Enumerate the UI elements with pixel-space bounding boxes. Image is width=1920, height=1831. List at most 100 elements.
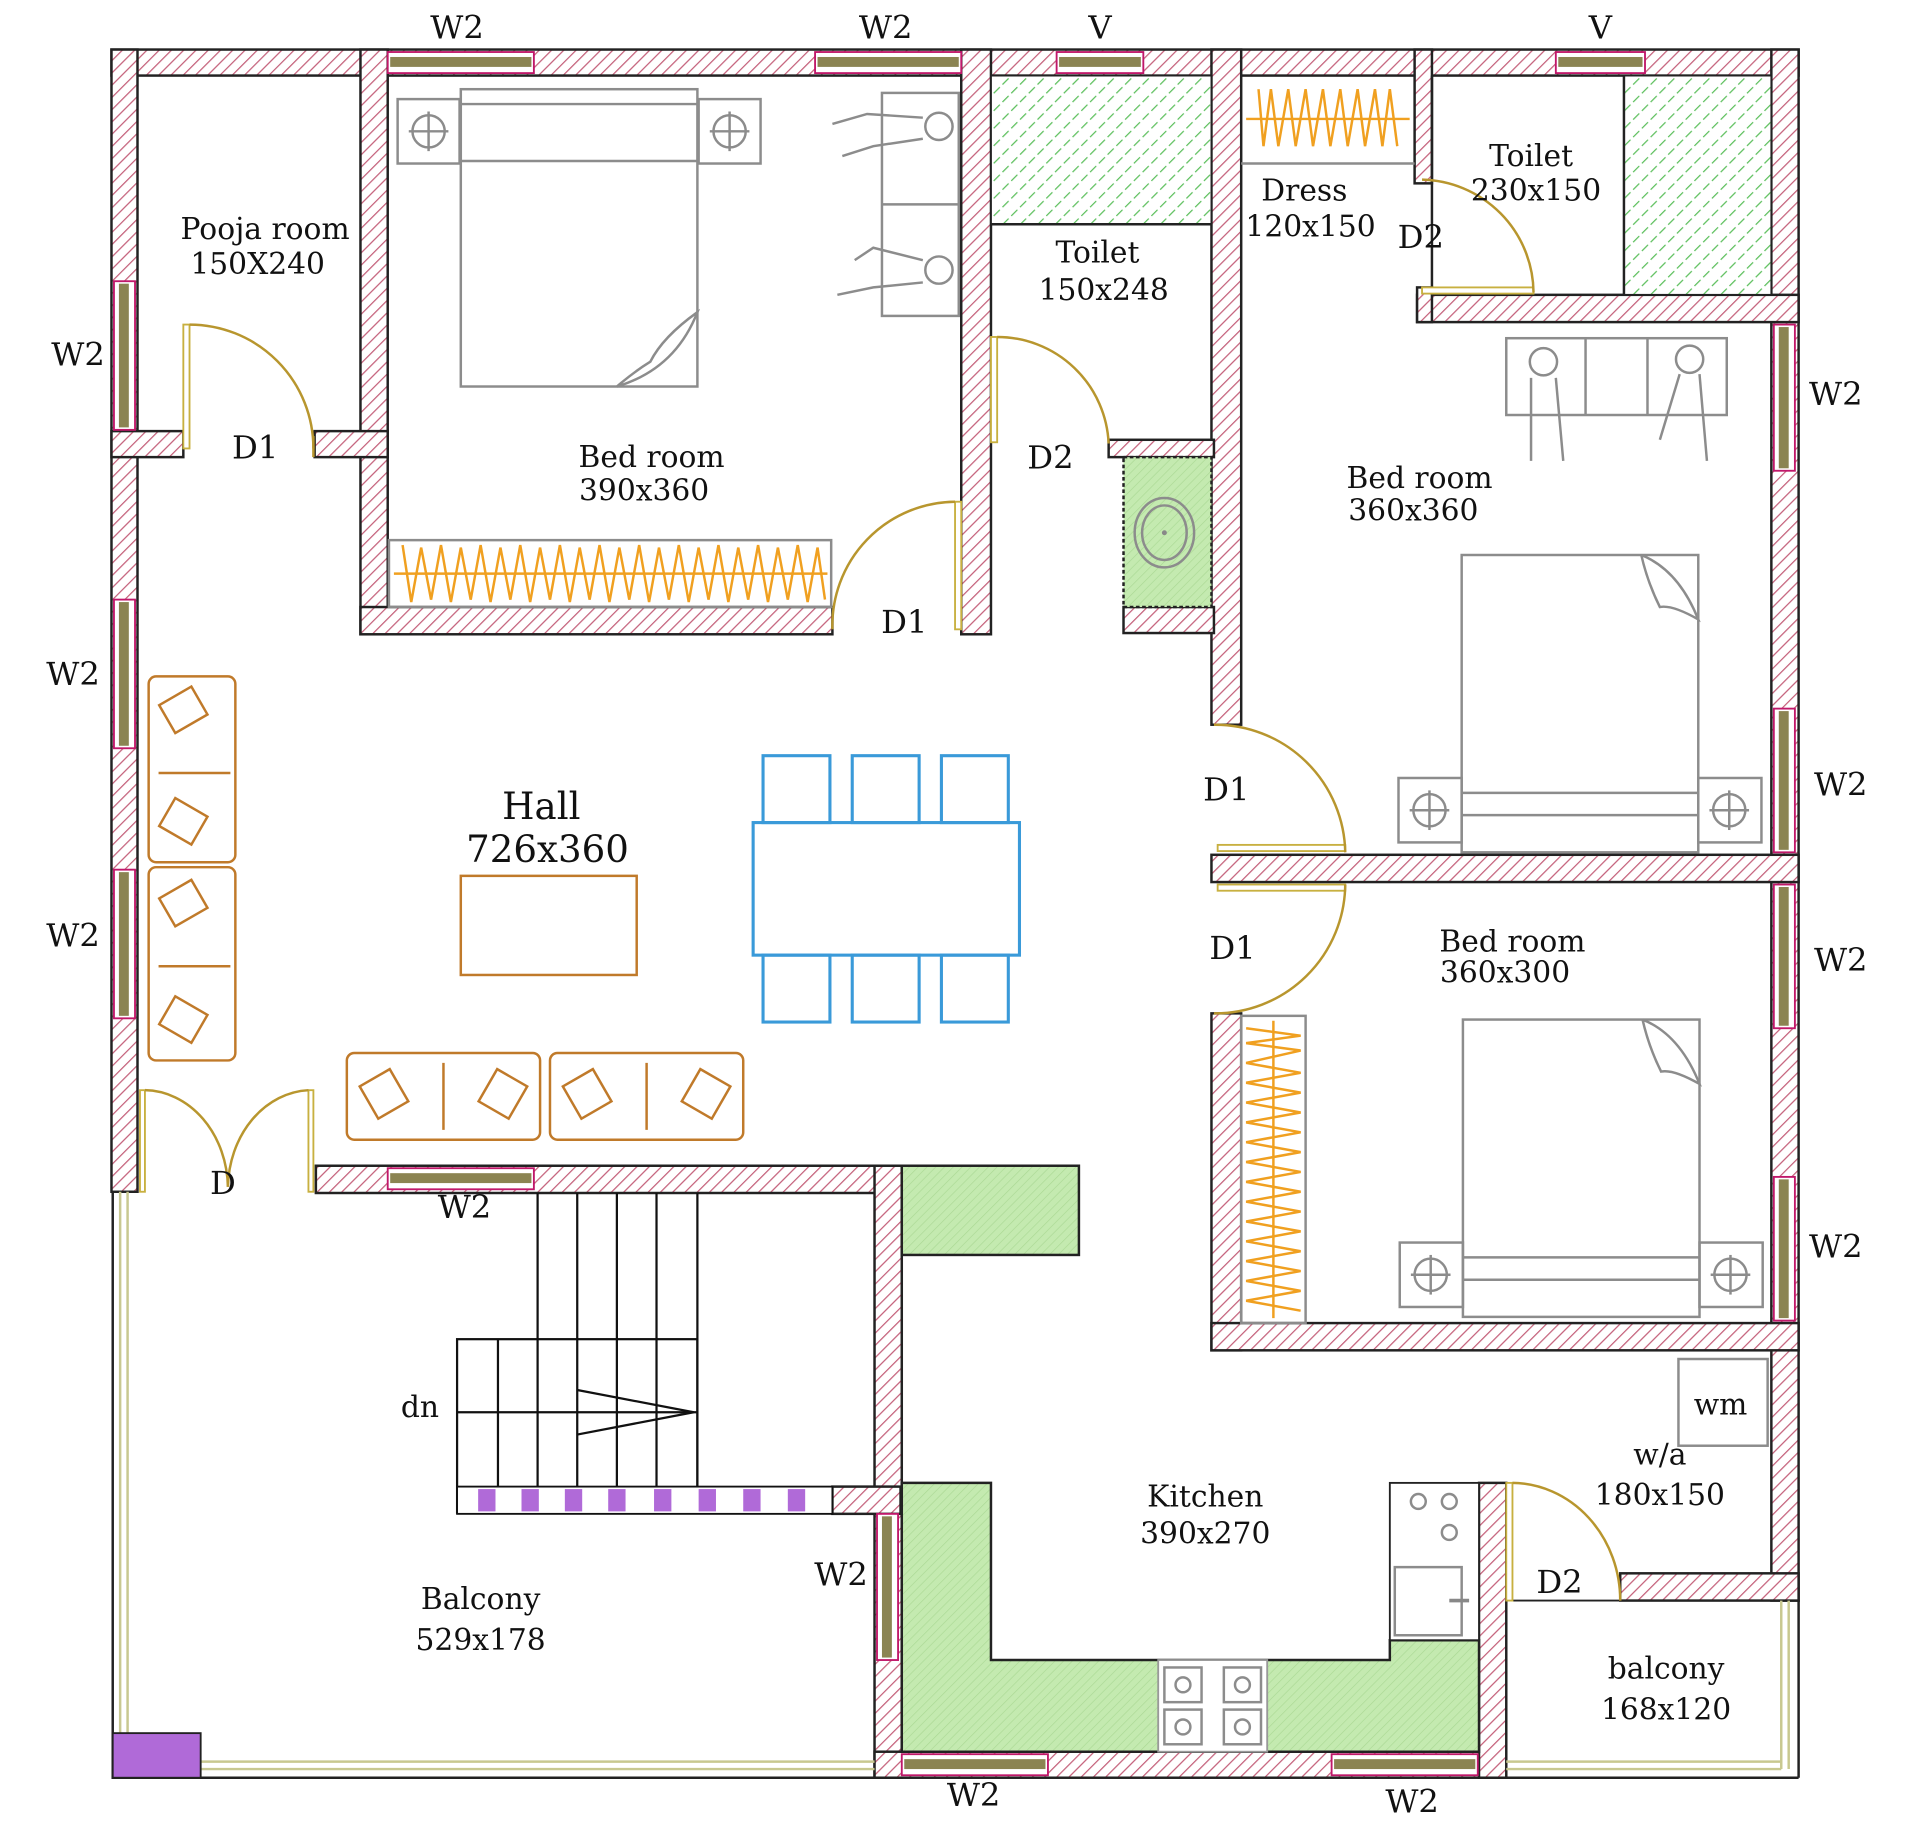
sofa-left-2	[147, 865, 237, 1062]
tag-window-left-1: W2	[51, 335, 105, 373]
bed-double-bedroom3	[1398, 1018, 1764, 1319]
tag-door-bed2: D1	[1203, 770, 1249, 808]
label-kitchen-dim: 390x270	[1140, 1517, 1270, 1552]
label-toilet1-dim: 150x248	[1039, 273, 1169, 308]
window-top-2	[814, 51, 963, 75]
stair-railing-balusters	[456, 1485, 834, 1515]
tag-window-right-1: W2	[1809, 375, 1863, 413]
label-hall-name: Hall	[502, 785, 580, 828]
tag-window-top-2: W2	[859, 8, 913, 46]
tag-window-right-2: W2	[1814, 765, 1868, 803]
door-toilet2	[1421, 178, 1535, 295]
shower-area-toilet2	[1623, 74, 1773, 296]
window-right-2	[1772, 707, 1796, 854]
tag-door-wa: D2	[1536, 1563, 1582, 1601]
wardrobe-dress	[1241, 88, 1415, 165]
label-dress-dim: 120x150	[1245, 210, 1375, 245]
tag-door-pooja: D1	[232, 428, 278, 466]
tag-window-top-1: W2	[430, 8, 484, 46]
tag-ventilator-top-2: V	[1588, 8, 1613, 46]
seating-bedroom1	[832, 91, 960, 318]
wash-counter	[1122, 455, 1213, 609]
ventilator-top-2	[1554, 51, 1646, 75]
balcony-railings	[111, 1191, 1800, 1779]
tag-window-left-3: W2	[46, 916, 100, 954]
tag-door-main: D	[210, 1164, 236, 1202]
door-bed2	[1213, 723, 1347, 853]
door-main	[139, 1088, 315, 1193]
wardrobe-bedroom3	[1239, 1014, 1307, 1325]
kitchen-sink-fridge	[1388, 1481, 1480, 1642]
sofa-left-1	[147, 675, 237, 864]
tag-window-right-3: W2	[1814, 941, 1868, 979]
window-stair	[386, 1167, 535, 1191]
bed-double-bedroom1	[396, 87, 762, 388]
bed-double-bedroom2	[1397, 553, 1763, 854]
utility-slab	[900, 1164, 1081, 1257]
window-left-1	[113, 280, 136, 431]
label-bed2-dim: 360x360	[1348, 493, 1478, 528]
window-bottom-1	[900, 1753, 1049, 1777]
label-bed3-dim: 360x300	[1440, 955, 1570, 990]
tag-window-stair: W2	[438, 1188, 492, 1226]
label-dress-name: Dress	[1261, 174, 1347, 209]
hob-stove	[1157, 1659, 1269, 1753]
label-bed3-name: Bed room	[1439, 924, 1585, 959]
window-right-1	[1772, 323, 1796, 472]
label-stairs-dn: dn	[401, 1390, 439, 1425]
shower-area-toilet1	[990, 74, 1213, 226]
tag-ventilator-top-1: V	[1087, 8, 1112, 46]
window-left-3	[113, 868, 136, 1020]
tag-window-balcony-kitchen: W2	[814, 1556, 868, 1594]
door-pooja	[182, 323, 315, 458]
label-wa-name: w/a	[1633, 1437, 1686, 1472]
wardrobe-bedroom1	[387, 538, 833, 609]
door-wa	[1505, 1481, 1622, 1602]
washing-machine	[1677, 1357, 1769, 1447]
label-bed2-name: Bed room	[1347, 461, 1493, 496]
label-balcony1-dim: 529x178	[416, 1623, 546, 1658]
tag-door-toilet2: D2	[1398, 218, 1444, 256]
windows	[113, 51, 1796, 1777]
label-kitchen-name: Kitchen	[1147, 1479, 1263, 1514]
label-balcony2-dim: 168x120	[1601, 1693, 1731, 1728]
door-toilet1	[990, 335, 1110, 444]
room-labels: Pooja room 150X240 Bed room 390x360 Toil…	[181, 139, 1748, 1728]
label-toilet1-name: Toilet	[1056, 236, 1140, 271]
window-left-2	[113, 598, 136, 750]
seating-bedroom2	[1505, 336, 1728, 461]
sofa-bottom-2	[548, 1051, 745, 1141]
label-balcony2-name: balcony	[1608, 1652, 1725, 1687]
wet-areas	[900, 74, 1773, 1753]
column-block	[111, 1732, 202, 1779]
tag-door-bed3: D1	[1209, 929, 1255, 967]
label-bed1-name: Bed room	[579, 440, 725, 475]
window-tags: W2 W2 V V W2 W2 W2 W2 W2 W2 W2 W2 W2 W2 …	[46, 8, 1867, 1820]
label-washing-machine: wm	[1694, 1388, 1748, 1423]
door-bed1	[831, 500, 963, 631]
label-balcony1-name: Balcony	[421, 1582, 541, 1617]
ventilator-top-1	[1055, 51, 1145, 75]
label-hall-dim: 726x360	[466, 828, 629, 871]
window-bottom-2	[1330, 1753, 1479, 1777]
sofa-bottom-1	[345, 1051, 542, 1141]
tag-door-bed1: D1	[881, 603, 927, 641]
label-wa-dim: 180x150	[1595, 1478, 1725, 1513]
label-bed1-dim: 390x360	[579, 473, 709, 508]
tag-window-bottom-1: W2	[947, 1776, 1001, 1814]
door-bed3	[1213, 883, 1347, 1015]
tag-window-left-2: W2	[46, 655, 100, 693]
label-toilet2-dim: 230x150	[1471, 174, 1601, 209]
staircase	[455, 1192, 834, 1515]
coffee-table	[459, 874, 638, 977]
dining-table-set	[751, 754, 1022, 1024]
label-pooja-name: Pooja room	[181, 212, 350, 247]
door-tags: D1 D1 D2 D2 D1 D1 D D2	[210, 218, 1583, 1601]
tag-door-toilet1: D2	[1027, 438, 1073, 476]
window-balcony-kitchen	[876, 1512, 899, 1661]
window-right-4	[1772, 1175, 1796, 1322]
window-top-1	[386, 51, 535, 75]
label-pooja-dim: 150X240	[190, 247, 325, 282]
window-right-3	[1772, 883, 1796, 1030]
